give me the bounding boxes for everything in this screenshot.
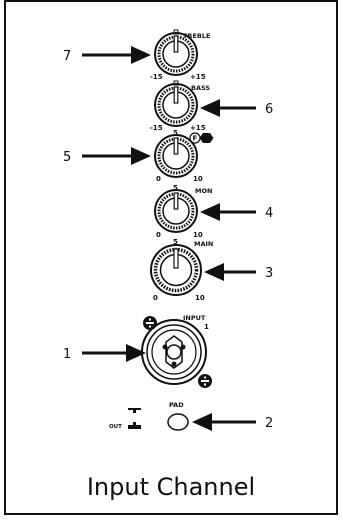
mon-max-label: 10 <box>193 231 203 239</box>
callout-arrow-1 <box>82 344 146 362</box>
callout-label-5: 5 <box>63 150 71 165</box>
bass-min-label: -15 <box>150 124 163 132</box>
mon-label: MON <box>195 187 212 195</box>
filter-min-label: 0 <box>156 175 161 183</box>
callout-arrow-3 <box>204 263 256 281</box>
mon-center-label: 5 <box>173 184 178 192</box>
bass-label: BASS <box>191 84 210 92</box>
main-label: MAIN <box>194 240 213 248</box>
treble-knob <box>154 29 198 76</box>
main-knob <box>150 244 202 296</box>
input-number-label: 1 <box>204 323 209 331</box>
filter-center-label: 5 <box>173 129 178 137</box>
filter-knob <box>154 134 198 178</box>
screw-icon-top <box>143 316 157 330</box>
filter-badge-label: F <box>193 135 198 143</box>
callout-arrow-4 <box>200 203 256 221</box>
main-center-label: 5 <box>173 238 178 246</box>
treble-label: TREBLE <box>183 32 210 40</box>
pad-out-label: OUT <box>109 424 122 430</box>
input-label: INPUT <box>183 314 206 322</box>
bass-max-label: +15 <box>190 124 206 132</box>
callout-arrow-2 <box>192 413 256 431</box>
filter-max-label: 10 <box>193 175 203 183</box>
treble-max-label: +15 <box>190 73 206 81</box>
screw-icon-bottom <box>198 374 212 388</box>
diagram-title: Input Channel <box>87 473 255 501</box>
pad-button[interactable] <box>167 413 189 431</box>
pad-label: PAD <box>169 401 184 409</box>
hexagon-icon <box>199 133 214 143</box>
callout-label-4: 4 <box>265 206 273 221</box>
callout-label-1: 1 <box>63 347 71 362</box>
panel-border <box>4 0 338 515</box>
pad-switch-legend-icon <box>128 408 141 429</box>
main-min-label: 0 <box>153 294 158 302</box>
callout-label-6: 6 <box>265 102 273 117</box>
callout-arrow-7 <box>82 46 151 64</box>
callout-label-7: 7 <box>63 49 71 64</box>
filter-badge-icon: F <box>189 132 201 144</box>
combo-input-jack <box>141 319 207 385</box>
callout-arrow-5 <box>82 147 151 165</box>
callout-arrow-6 <box>200 99 256 117</box>
callout-label-3: 3 <box>265 266 273 281</box>
treble-min-label: -15 <box>150 73 163 81</box>
callout-label-2: 2 <box>265 416 273 431</box>
bass-knob <box>154 80 198 127</box>
mon-knob <box>154 189 198 233</box>
mon-min-label: 0 <box>156 231 161 239</box>
main-max-label: 10 <box>195 294 205 302</box>
